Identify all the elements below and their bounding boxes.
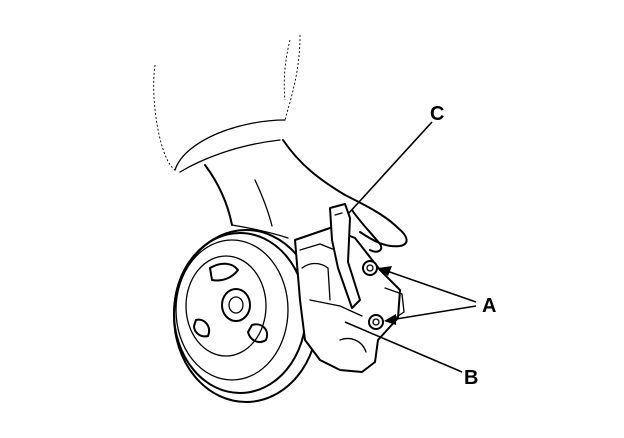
arrow-a-bottom — [384, 314, 396, 325]
sleeve — [153, 34, 301, 173]
arrow-a-top — [378, 266, 392, 276]
callout-c: C — [430, 103, 444, 125]
bracket-c — [329, 203, 361, 309]
pump-body — [294, 227, 405, 373]
leader-c — [347, 121, 433, 215]
leader-a-bottom — [389, 305, 477, 321]
leader-lines — [344, 121, 477, 373]
pulley — [173, 229, 319, 403]
callout-b: B — [464, 367, 478, 389]
callout-a: A — [482, 295, 496, 317]
leader-a-top — [383, 269, 477, 303]
hand — [204, 139, 408, 253]
leader-b — [344, 321, 463, 373]
